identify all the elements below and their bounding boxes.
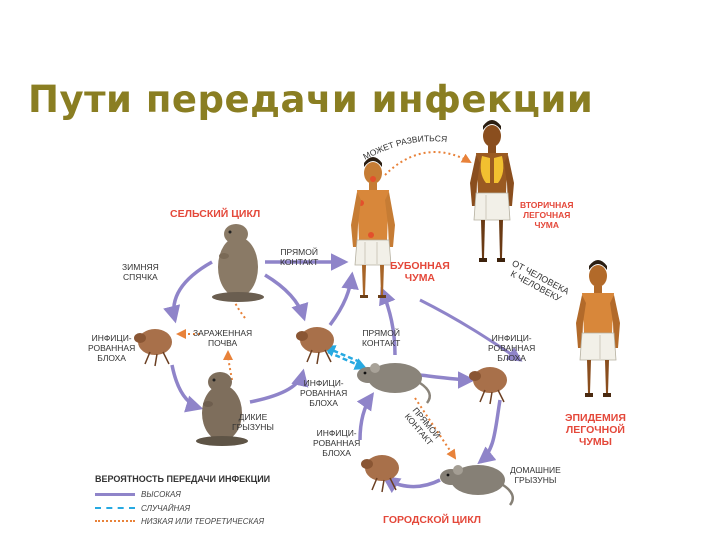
arrow-human-to-epidemic: [419, 298, 523, 362]
label-infected-flea-left: ИНФИЦИ- РОВАННАЯ БЛОХА: [88, 333, 136, 363]
arrow-random-human-rat: [327, 350, 368, 370]
legend-title: ВЕРОЯТНОСТЬ ПЕРЕДАЧИ ИНФЕКЦИИ: [95, 474, 271, 484]
human-secondary-figure: [470, 120, 514, 262]
arrow-low-rat-to-domestic: [414, 397, 457, 460]
label-rural-cycle: СЕЛЬСКИЙ ЦИКЛ: [170, 208, 261, 220]
label-urban-cycle: ГОРОДСКОЙ ЦИКЛ: [383, 514, 481, 526]
prairie-dog-top: [212, 224, 264, 302]
arrow-flea-right-to-domestic: [477, 399, 502, 465]
label-secondary-pneumonic: ВТОРИЧНАЯ ЛЕГОЧНАЯ ЧУМА: [520, 200, 574, 230]
rat-domestic: [440, 465, 515, 506]
flea-left: [134, 329, 172, 367]
label-hibernation: ЗИМНЯЯ СПЯЧКА: [122, 262, 159, 282]
legend-item-high: ВЫСОКАЯ: [95, 489, 181, 499]
flea-mid: [296, 327, 334, 365]
page-title: Пути передачи инфекции: [28, 78, 594, 121]
label-infected-flea-right: ИНФИЦИ- РОВАННАЯ БЛОХА: [488, 333, 536, 363]
arrow-random-rat-human: [322, 345, 361, 364]
arrow-rat-to-flea-right: [419, 371, 476, 389]
arrow-wild-to-flea-mid: [249, 368, 309, 404]
legend-line-low: [95, 520, 135, 522]
legend-line-random: [95, 507, 135, 509]
legend-label-random: СЛУЧАЙНАЯ: [141, 503, 191, 513]
human-bubonic-figure: [351, 157, 395, 298]
label-infected-flea-center: ИНФИЦИ- РОВАННАЯ БЛОХА: [300, 378, 348, 408]
legend-label-high: ВЫСОКАЯ: [141, 489, 181, 499]
label-bubonic-plague: БУБОННАЯ ЧУМА: [390, 260, 450, 284]
arrow-flea-mid-to-human: [328, 271, 359, 327]
arrow-low-wild-to-soil: [223, 350, 234, 381]
prairie-dog-bottom: [196, 372, 248, 446]
arrow-rodent-to-flea-mid: [264, 273, 309, 322]
arrow-flea-bottom-to-rat: [356, 392, 375, 441]
legend-label-low: НИЗКАЯ ИЛИ ТЕОРЕТИЧЕСКАЯ: [141, 516, 265, 526]
flea-right: [469, 367, 507, 405]
label-wild-rodents: ДИКИЕ ГРЫЗУНЫ: [232, 412, 274, 432]
legend-line-high: [95, 492, 135, 496]
label-direct-contact-mid: ПРЯМОЙ КОНТАКТ: [362, 328, 401, 348]
label-infected-flea-bottom: ИНФИЦИ- РОВАННАЯ БЛОХА: [313, 428, 361, 458]
label-domestic-rodents: ДОМАШНИЕ ГРЫЗУНЫ: [510, 465, 561, 485]
arrow-flea-left-to-wild: [170, 364, 204, 413]
arrow-low-human-to-secondary: [384, 151, 472, 176]
human-epidemic-figure: [576, 260, 620, 397]
legend-item-random: СЛУЧАЙНАЯ: [95, 503, 190, 513]
rat-center: [357, 363, 432, 404]
label-infected-soil: ЗАРАЖЕННАЯ ПОЧВА: [193, 328, 253, 348]
label-may-develop: МОЖЕТ РАЗВИТЬСЯ: [361, 133, 447, 161]
label-pneumonic-epidemic: ЭПИДЕМИЯ ЛЕГОЧНОЙ ЧУМЫ: [565, 412, 626, 448]
legend-item-low: НИЗКАЯ ИЛИ ТЕОРЕТИЧЕСКАЯ: [95, 516, 264, 526]
arrow-domestic-to-flea-bottom: [382, 476, 441, 494]
flea-bottom: [361, 455, 399, 493]
label-direct-contact-top: ПРЯМОЙ КОНТАКТ: [280, 247, 319, 267]
arrow-rodent-to-flea-left: [163, 260, 213, 324]
